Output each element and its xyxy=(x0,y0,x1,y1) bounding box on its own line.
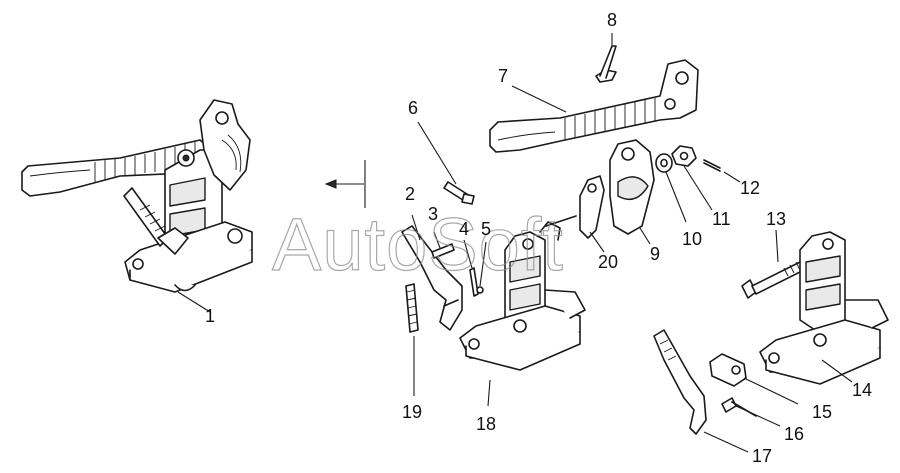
plate-part-9 xyxy=(609,139,655,235)
callout-19: 19 xyxy=(402,402,422,422)
callout-5: 5 xyxy=(481,219,491,239)
nut-part-11 xyxy=(671,145,697,167)
bolt-part-3 xyxy=(431,243,455,259)
callout-17: 17 xyxy=(752,446,772,466)
watermark-text: AutoSoft xyxy=(272,203,564,286)
pin-part-4 xyxy=(469,267,479,297)
callout-3: 3 xyxy=(428,204,438,224)
hand-brake-assembly xyxy=(21,99,253,313)
callout-1: 1 xyxy=(205,306,215,326)
pin-part-8 xyxy=(595,45,617,83)
callout-20: 20 xyxy=(598,252,618,272)
lever-part-7 xyxy=(489,59,699,153)
callout-9: 9 xyxy=(650,244,660,264)
callout-numbers: 1 2 3 4 5 6 7 8 9 10 11 12 13 14 15 16 1… xyxy=(205,10,872,466)
leader-lines xyxy=(411,33,853,453)
callout-16: 16 xyxy=(784,424,804,444)
callout-2: 2 xyxy=(405,184,415,204)
washer-part-5 xyxy=(476,286,484,294)
bolt-part-6 xyxy=(443,181,475,205)
callout-12: 12 xyxy=(740,178,760,198)
clamp-part-15 xyxy=(709,353,747,387)
callout-14: 14 xyxy=(852,380,872,400)
callout-8: 8 xyxy=(607,10,617,30)
callout-18: 18 xyxy=(476,414,496,434)
callout-15: 15 xyxy=(812,402,832,422)
ratchet-rod-part-17 xyxy=(653,329,707,435)
callout-11: 11 xyxy=(712,209,731,229)
bolt-part-13 xyxy=(741,261,805,299)
cotter-pin-part-12 xyxy=(703,159,721,172)
washer-part-10 xyxy=(655,153,673,173)
callout-4: 4 xyxy=(459,219,469,239)
direction-arrow xyxy=(324,160,366,208)
link-part-20 xyxy=(579,175,605,239)
callout-7: 7 xyxy=(498,66,508,86)
rod-part-19 xyxy=(405,283,419,333)
callout-13: 13 xyxy=(766,209,786,229)
callout-10: 10 xyxy=(682,229,702,249)
bracket-part-18 xyxy=(459,215,586,371)
bracket-part-14 xyxy=(759,231,889,385)
callout-6: 6 xyxy=(408,98,418,118)
